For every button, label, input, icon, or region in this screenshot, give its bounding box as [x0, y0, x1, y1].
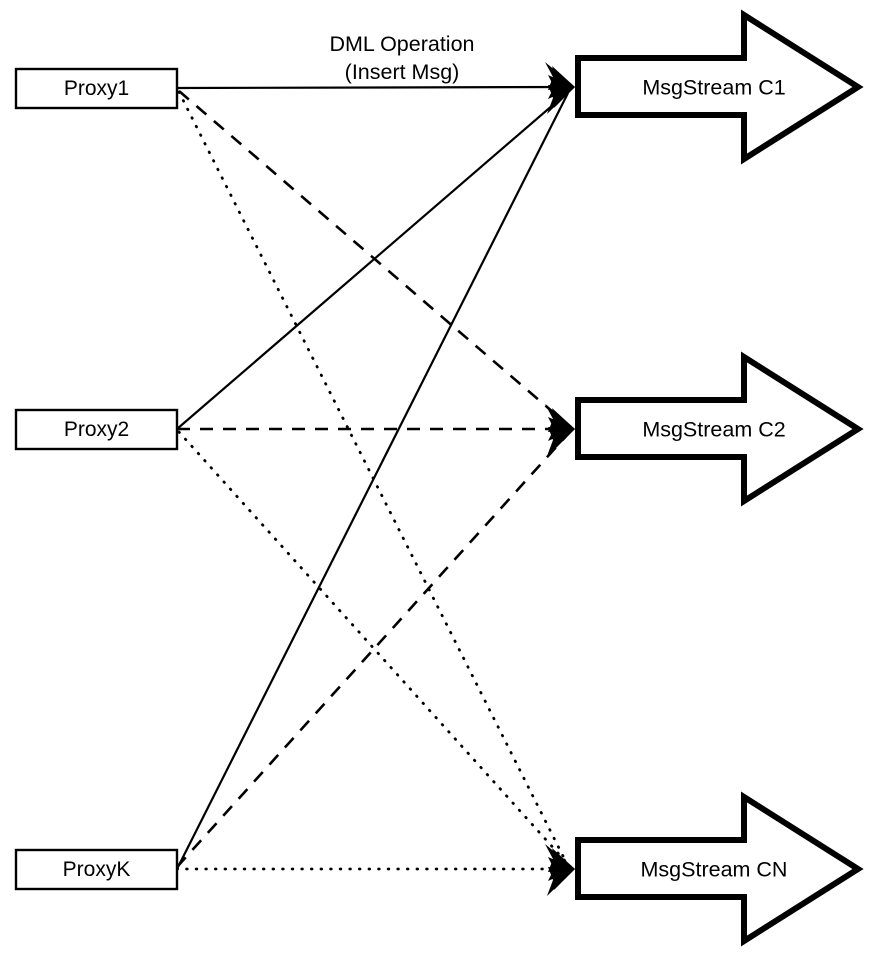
- proxy-node-proxy2[interactable]: Proxy2: [14, 408, 179, 451]
- block-arrow-shape[interactable]: [575, 351, 864, 507]
- msgstream-label: MsgStream C2: [642, 418, 785, 442]
- msgstream-label: MsgStream CN: [641, 858, 788, 882]
- edge-proxy2-to-msgstream-c1: [176, 91, 569, 430]
- arrowhead-msgstream-c2: [545, 404, 575, 456]
- edge-annotation-dml-operation: DML Operation (Insert Msg): [330, 32, 475, 84]
- arrowhead-msgstream-cn: [545, 844, 575, 896]
- annotation-line-2: (Insert Msg): [345, 60, 460, 84]
- edge-proxy1-to-msgstream-cn: [177, 90, 568, 864]
- block-arrow-shape[interactable]: [575, 791, 864, 947]
- proxy-box-rect[interactable]: [14, 408, 179, 451]
- arrowhead-layer: [545, 62, 575, 896]
- annotation-line-1: DML Operation: [330, 32, 475, 56]
- edge-proxyk-to-msgstream-c1: [176, 92, 569, 870]
- proxy-node-proxy1[interactable]: Proxy1: [14, 67, 179, 110]
- proxy-label: Proxy2: [64, 418, 129, 441]
- msgstream-node-c2[interactable]: MsgStream C2: [575, 351, 864, 507]
- edge-proxy2-to-msgstream-cn: [177, 430, 568, 864]
- proxy-box-rect[interactable]: [14, 848, 179, 891]
- arrowhead-msgstream-c1: [545, 62, 575, 114]
- edge-proxy1-to-msgstream-c1: [176, 85, 571, 90]
- edge-layer: [175, 85, 572, 871]
- block-arrow-shape[interactable]: [575, 9, 864, 165]
- msgstream-label: MsgStream C1: [642, 76, 785, 100]
- edge-proxyk-to-msgstream-c2: [176, 433, 569, 868]
- proxy-box-rect[interactable]: [14, 67, 179, 110]
- proxy-label: ProxyK: [63, 858, 131, 881]
- proxy-node-proxyk[interactable]: ProxyK: [14, 848, 179, 891]
- msgstream-node-c1[interactable]: MsgStream C1: [575, 9, 864, 165]
- proxy-label: Proxy1: [64, 77, 129, 100]
- msgstream-node-cn[interactable]: MsgStream CN: [575, 791, 864, 947]
- edge-proxy1-to-msgstream-c2: [178, 90, 569, 426]
